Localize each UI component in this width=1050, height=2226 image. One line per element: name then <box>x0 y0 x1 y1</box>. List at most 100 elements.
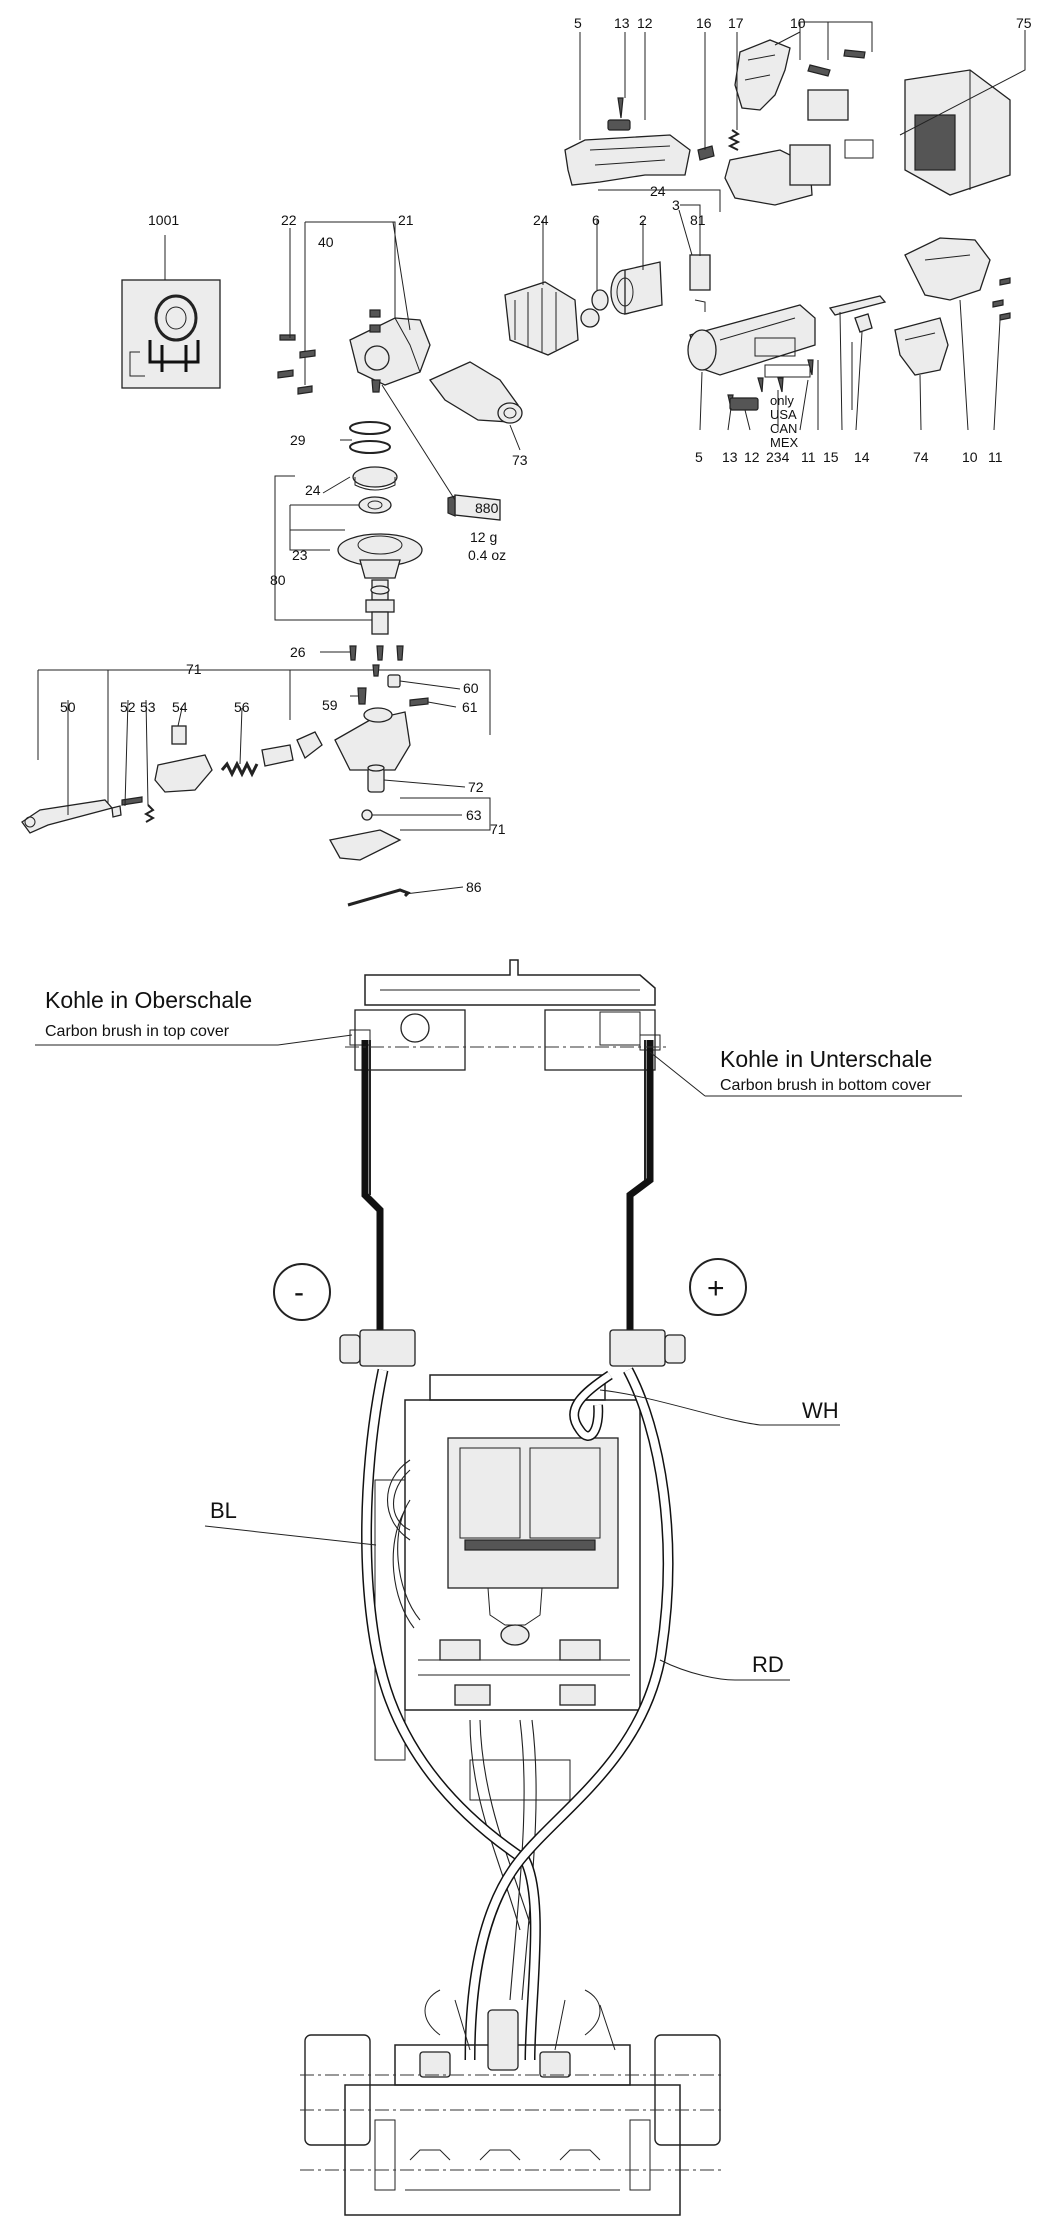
callout-13-bot: 13 <box>722 449 738 465</box>
wiring-diagram: - + <box>35 959 962 2216</box>
bracket-10 <box>799 21 873 60</box>
minus-sign: - <box>294 1276 304 1309</box>
top-brush-carrier <box>349 959 661 1071</box>
part-86-hex-key <box>347 888 411 907</box>
terminal-right <box>609 1329 686 1367</box>
part-11-screw-c <box>999 312 1011 321</box>
region-note-line-2: USA <box>770 407 797 422</box>
callout-5-bot: 5 <box>695 449 703 465</box>
label-wire-wh: WH <box>802 1398 839 1423</box>
callout-6: 6 <box>592 212 600 228</box>
part-12-bottom <box>729 397 759 411</box>
part-bearing-low <box>358 496 392 514</box>
leader-brush-top <box>35 1034 353 1046</box>
leader-bl <box>204 1525 377 1546</box>
callout-17: 17 <box>728 15 744 31</box>
callout-54: 54 <box>172 699 188 715</box>
callout-11-a: 11 <box>801 449 816 465</box>
callout-40: 40 <box>318 234 334 250</box>
part-17-spring <box>727 129 741 151</box>
callout-59: 59 <box>322 697 338 713</box>
part-24-armature <box>504 281 600 356</box>
callout-14: 14 <box>854 449 870 465</box>
callout-56: 56 <box>234 699 250 715</box>
region-note-line-4: MEX <box>770 435 799 450</box>
plus-sign: + <box>707 1272 725 1305</box>
part-50-lever <box>21 799 114 834</box>
region-note-line-3: CAN <box>770 421 797 436</box>
callout-24-low: 24 <box>305 482 321 498</box>
exploded-view: 5 13 12 16 17 10 75 1001 22 21 40 24 6 2… <box>21 15 1032 907</box>
region-shim <box>757 359 814 393</box>
callout-73: 73 <box>512 452 528 468</box>
grease-amount-g: 12 g <box>470 529 497 545</box>
part-23-flange <box>337 533 423 579</box>
part-56-sleeve <box>261 744 294 767</box>
callout-5-top: 5 <box>574 15 582 31</box>
callout-75: 75 <box>1016 15 1032 31</box>
polarity-plus: + <box>689 1258 747 1316</box>
leader-brush-bottom <box>649 1051 962 1097</box>
callout-13-top: 13 <box>614 15 630 31</box>
callout-10-bot: 10 <box>962 449 978 465</box>
switch-body <box>374 1374 641 1801</box>
part-guard-lock <box>296 731 323 760</box>
part-71-plate <box>328 829 402 861</box>
part-80-spindle <box>365 579 395 635</box>
bracket-80 <box>274 475 378 621</box>
callout-80: 80 <box>270 572 286 588</box>
part-29-oring-b <box>349 440 391 454</box>
callout-26: 26 <box>290 644 306 660</box>
part-52-pin <box>111 805 122 818</box>
callout-11-b: 11 <box>988 449 1003 465</box>
part-56-spring <box>220 760 259 778</box>
label-wire-bl: BL <box>210 1498 237 1523</box>
part-54-knob <box>154 725 213 793</box>
callout-53: 53 <box>140 699 156 715</box>
region-note-line-1: only <box>770 393 794 408</box>
callout-234: 234 <box>766 449 790 465</box>
label-brush-top-de: Kohle in Oberschale <box>45 987 252 1013</box>
part-74-guard <box>894 317 949 376</box>
label-brush-top-en: Carbon brush in top cover <box>45 1023 230 1040</box>
part-15-slider <box>828 295 887 316</box>
label-brush-bottom-de: Kohle in Unterschale <box>720 1046 932 1072</box>
grease-code: 880 <box>475 500 499 516</box>
part-11-screw-a <box>999 277 1011 286</box>
callout-86: 86 <box>466 879 482 895</box>
part-13-top <box>617 97 624 119</box>
terminal-left <box>339 1329 416 1367</box>
leader-rd <box>659 1659 790 1681</box>
callout-12-top: 12 <box>637 15 653 31</box>
part-63-washer <box>361 809 373 821</box>
label-brush-bottom-en: Carbon brush in bottom cover <box>720 1077 931 1094</box>
callout-71-top: 71 <box>186 661 202 677</box>
grease-amount-oz: 0.4 oz <box>468 547 506 563</box>
part-6-bearing <box>591 289 609 311</box>
callout-22: 22 <box>281 212 297 228</box>
part-5-bottom-housing <box>687 304 816 376</box>
callout-24-top: 24 <box>650 183 666 199</box>
part-22-screws <box>277 334 316 395</box>
part-16 <box>697 145 715 161</box>
callout-72: 72 <box>468 779 484 795</box>
part-24-bevel-gear <box>352 466 398 488</box>
callout-1001: 1001 <box>148 212 179 228</box>
callout-24-mid: 24 <box>533 212 549 228</box>
part-75-battery <box>844 69 1011 196</box>
part-14-button <box>854 313 873 333</box>
callout-50: 50 <box>60 699 76 715</box>
callout-12-bot: 12 <box>744 449 760 465</box>
bracket-71-low <box>400 797 491 831</box>
leader-wh <box>599 1389 840 1426</box>
part-1001-detail <box>121 279 221 389</box>
part-5-top-cover <box>564 134 691 186</box>
callout-81: 81 <box>690 212 706 228</box>
callout-52: 52 <box>120 699 136 715</box>
callout-63: 63 <box>466 807 482 823</box>
brush-lead-right <box>626 1040 654 1330</box>
part-53-spring <box>143 804 156 823</box>
bracket-23 <box>289 504 360 551</box>
callout-23: 23 <box>292 547 308 563</box>
